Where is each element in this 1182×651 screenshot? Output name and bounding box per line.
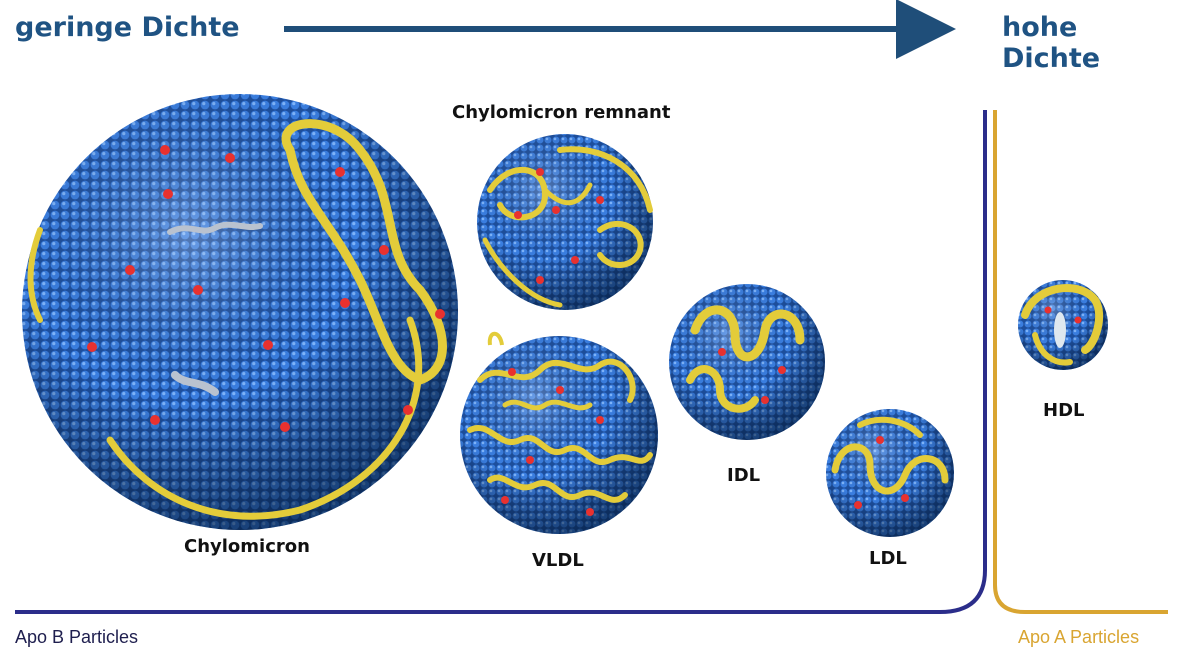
hdl-label: HDL xyxy=(1043,400,1084,421)
ldl-label: LDL xyxy=(869,548,907,569)
idl-label: IDL xyxy=(727,465,760,486)
high-density-label: hohe Dichte xyxy=(1002,12,1182,74)
low-density-label: geringe Dichte xyxy=(15,12,240,43)
vldl-particle xyxy=(460,334,658,534)
apo-b-group-label: Apo B Particles xyxy=(15,627,138,648)
apo-a-group-label: Apo A Particles xyxy=(1018,627,1139,648)
idl-particle xyxy=(669,284,825,440)
chylomicron-particle xyxy=(22,94,458,530)
ldl-particle xyxy=(826,409,954,537)
chylomicron-label: Chylomicron xyxy=(184,536,310,557)
chylomicron-remnant-label: Chylomicron remnant xyxy=(452,102,670,123)
hdl-particle xyxy=(1018,280,1108,370)
vldl-label: VLDL xyxy=(532,550,584,571)
chylomicron-remnant-particle xyxy=(477,134,653,310)
